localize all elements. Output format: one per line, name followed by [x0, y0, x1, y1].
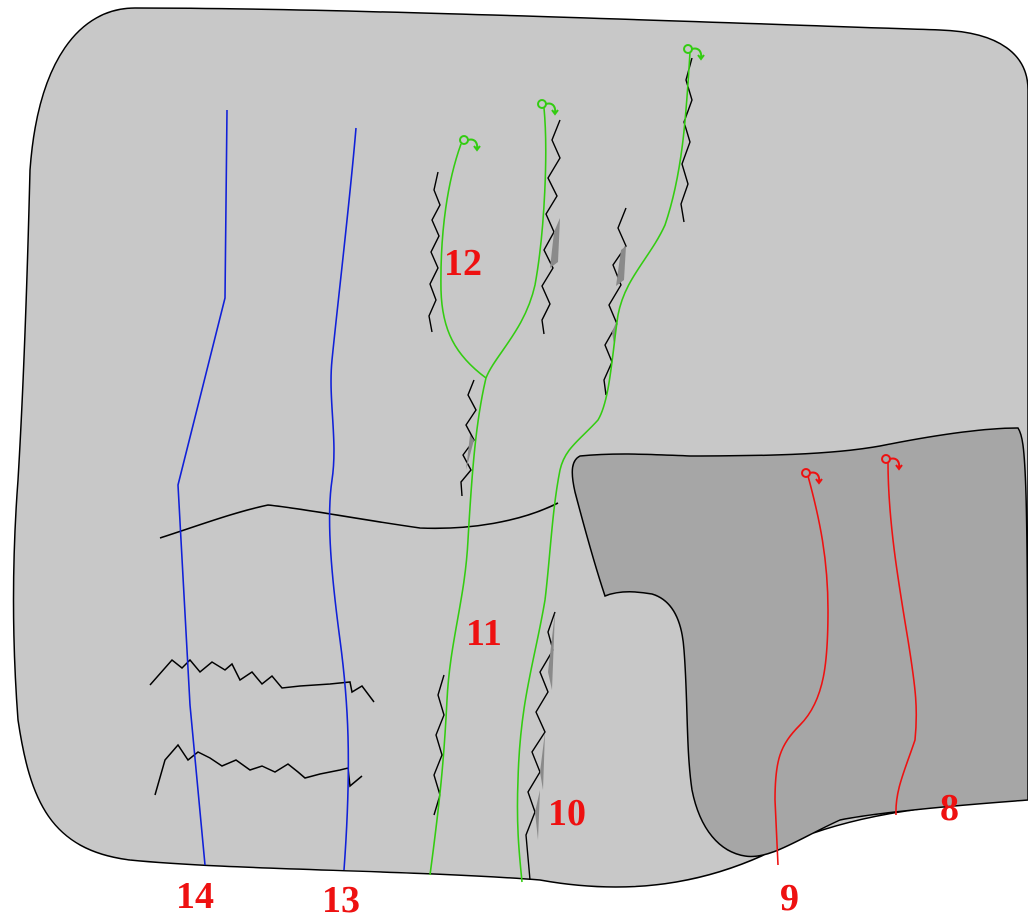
wavy-ledge-upper — [149, 658, 375, 703]
route-label-11: 11 — [466, 612, 502, 654]
route-11-line — [429, 107, 547, 876]
route-10-line — [516, 51, 691, 883]
route-label-8: 8 — [940, 787, 959, 829]
belay-anchor-icon — [459, 135, 481, 152]
route-label-10: 10 — [548, 792, 586, 834]
route-label-13: 13 — [322, 879, 360, 918]
belay-anchor-icon — [683, 44, 705, 61]
route-12-line — [440, 143, 487, 379]
route-label-12: 12 — [444, 242, 482, 284]
route-9-line — [774, 475, 829, 866]
route-8-line — [887, 461, 918, 816]
wavy-ledge-lower — [154, 743, 363, 796]
boulder — [571, 427, 1028, 858]
ledge-line — [159, 502, 559, 539]
belay-anchor-icon — [881, 454, 903, 471]
belay-anchor-icon — [537, 99, 559, 116]
belay-anchor-icon — [801, 468, 823, 485]
route-14-line — [177, 109, 228, 866]
route-label-9: 9 — [780, 877, 799, 918]
route-13-line — [328, 127, 357, 871]
route-label-14: 14 — [176, 875, 214, 917]
